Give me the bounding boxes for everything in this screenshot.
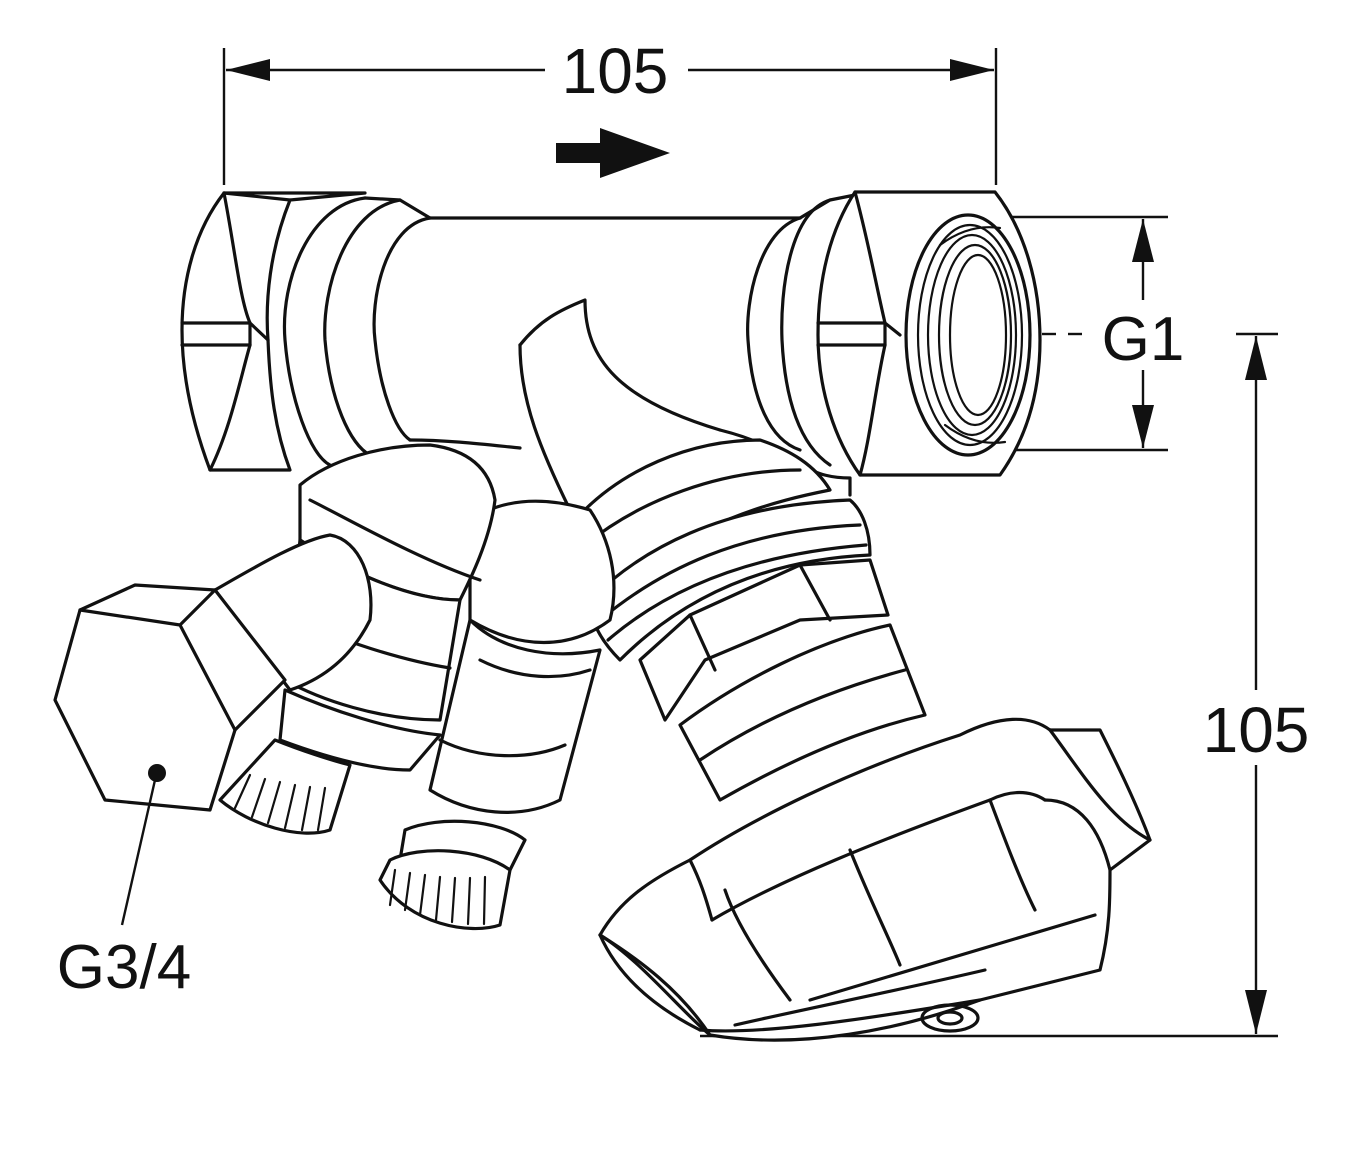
drain-cap-centre-dot [148, 764, 166, 782]
flow-direction-arrow-icon [556, 128, 670, 178]
width-dimension: 105 [222, 35, 998, 185]
height-arrowhead-top [1245, 336, 1267, 380]
height-dimension-label: 105 [1203, 694, 1310, 766]
height-arrowhead-bottom [1245, 990, 1267, 1034]
valve-body [180, 190, 1042, 522]
height-dimension: 105 [700, 332, 1310, 1038]
handwheel [598, 717, 1152, 1042]
measuring-nipple [378, 499, 616, 931]
handwheel-centre-screw [920, 1003, 980, 1033]
outlet-thread-label: G1 [1102, 305, 1185, 374]
outlet-thread-dimension: G1 [980, 215, 1185, 452]
width-dimension-label: 105 [562, 35, 669, 107]
thread-arrowhead-bottom [1132, 405, 1154, 448]
thread-arrowhead-top [1132, 219, 1154, 262]
drain-thread-label: G3/4 [57, 933, 191, 1002]
bonnet-assembly [573, 438, 927, 802]
dimension-arrowhead-right [950, 59, 994, 81]
drain-valve [53, 443, 497, 926]
dimension-arrowhead-left [226, 59, 270, 81]
